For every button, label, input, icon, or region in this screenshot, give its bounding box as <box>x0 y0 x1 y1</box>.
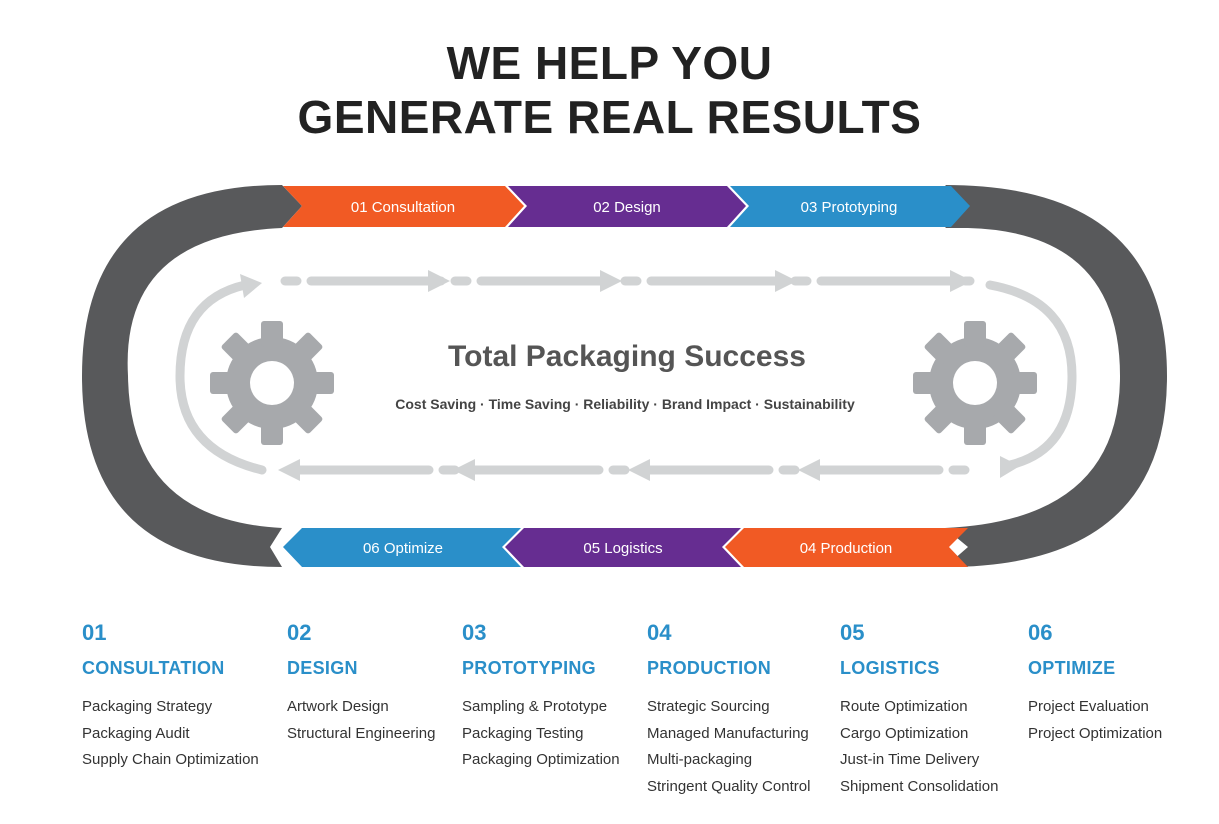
step-item: Sampling & Prototype <box>462 698 608 715</box>
step-number: 03 <box>462 620 487 645</box>
center-subtitle: Cost Saving · Time Saving · Reliability … <box>395 396 855 412</box>
step-number: 01 <box>82 620 107 645</box>
step-item: Packaging Audit <box>82 724 190 742</box>
headline-line-2: GENERATE REAL RESULTS <box>297 91 922 143</box>
chevron-consultation <box>283 186 524 227</box>
flow-arrow-left-curve <box>175 280 267 475</box>
step-heading: DESIGN <box>287 658 358 678</box>
step-item: Packaging Optimization <box>462 751 620 769</box>
step-item: Project Evaluation <box>1028 698 1149 715</box>
step-number: 02 <box>287 620 312 645</box>
headline-line-1: WE HELP YOU <box>446 37 773 89</box>
step-number: 04 <box>647 620 672 645</box>
step-item: Project Optimization <box>1028 724 1163 742</box>
step-column-optimize: 06 OPTIMIZE Project Evaluation Project O… <box>1028 620 1162 751</box>
step-heading: LOGISTICS <box>840 658 940 678</box>
gear-icon <box>210 321 334 445</box>
step-heading: PRODUCTION <box>647 658 771 678</box>
right-track <box>945 185 1167 567</box>
step-number: 05 <box>840 620 865 645</box>
chevron-label: 04 Production <box>800 540 893 557</box>
step-item: Packaging Strategy <box>82 698 213 715</box>
step-column-design: 02 DESIGN Artwork Design Structural Engi… <box>287 620 435 751</box>
chevron-label: 05 Logistics <box>583 540 662 557</box>
step-column-logistics: 05 LOGISTICS Route Optimization Cargo Op… <box>840 620 998 805</box>
step-item: Managed Manufacturing <box>647 724 809 742</box>
step-item: Packaging Testing <box>462 724 584 742</box>
step-item: Route Optimization <box>840 698 968 715</box>
step-item: Stringent Quality Control <box>647 778 811 796</box>
chevron-label: 02 Design <box>593 199 661 216</box>
chevron-production <box>725 528 968 567</box>
chevron-prototyping <box>730 186 970 227</box>
step-item: Structural Engineering <box>287 724 436 742</box>
step-heading: PROTOTYPING <box>462 658 596 678</box>
chevron-design <box>508 186 746 227</box>
center-title: Total Packaging Success <box>448 340 806 373</box>
step-item: Cargo Optimization <box>840 724 969 742</box>
step-number: 06 <box>1028 620 1053 645</box>
chevron-optimize <box>283 528 521 567</box>
chevron-logistics <box>505 528 741 567</box>
step-item: Shipment Consolidation <box>840 778 999 796</box>
chevron-label: 06 Optimize <box>363 540 443 557</box>
chevron-label: 03 Prototyping <box>801 199 898 216</box>
step-item: Artwork Design <box>287 698 389 715</box>
chevron-label: 01 Consultation <box>351 199 455 216</box>
flow-arrow-right-curve <box>985 280 1077 470</box>
left-track <box>82 185 302 567</box>
step-column-production: 04 PRODUCTION Strategic Sourcing Managed… <box>647 620 810 805</box>
step-column-consultation: 01 CONSULTATION Packaging Strategy Packa… <box>82 620 259 778</box>
step-item: Supply Chain Optimization <box>82 751 259 769</box>
step-item: Just-in Time Delivery <box>840 751 980 769</box>
step-heading: OPTIMIZE <box>1028 658 1116 678</box>
step-item: Multi-packaging <box>647 751 753 769</box>
step-heading: CONSULTATION <box>82 658 225 678</box>
step-column-prototyping: 03 PROTOTYPING Sampling & Prototype Pack… <box>462 620 620 778</box>
gear-icon <box>913 321 1037 445</box>
step-item: Strategic Sourcing <box>647 698 770 715</box>
